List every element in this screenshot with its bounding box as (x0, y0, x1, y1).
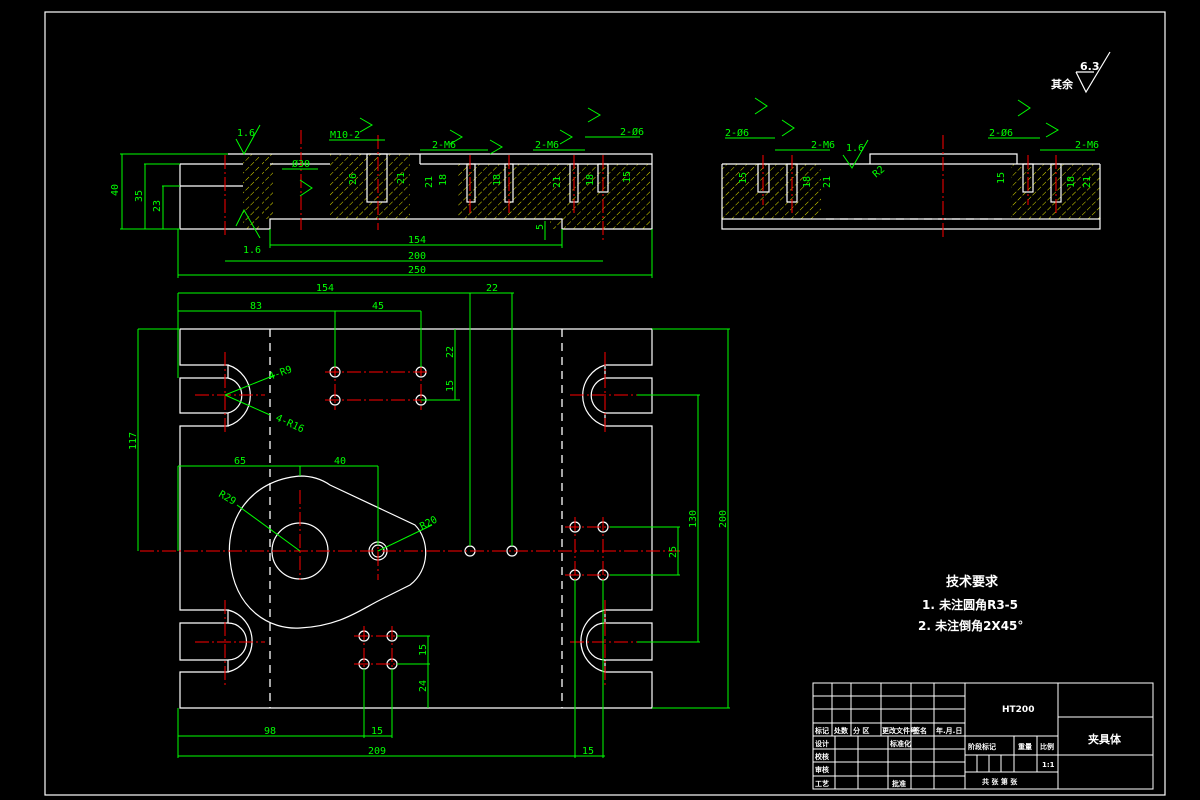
tb-scale: 1:1 (1042, 761, 1055, 769)
dim-p40: 40 (334, 456, 346, 467)
left-section-view (120, 107, 653, 278)
tb-sheet: 共 张 第 张 (982, 777, 1018, 786)
callout-2m6-a: 2-M6 (432, 140, 456, 151)
right-section-labels: 15 18 21 15 18 21 2-Ø6 2-M6 2-Ø6 2-M6 R2… (725, 60, 1100, 188)
dim-18: 18 (438, 174, 449, 186)
tech-req-item-1: 1. 未注圆角R3-5 (922, 597, 1018, 612)
dim-p98: 98 (264, 726, 276, 737)
dim-p15: 15 (445, 380, 456, 392)
tb-weight: 重量 (1018, 742, 1032, 751)
tech-requirements: 技术要求 1. 未注圆角R3-5 2. 未注倒角2X45° (918, 574, 1023, 633)
tb-standard: 标准化 (889, 739, 911, 748)
dim-r18a: 18 (802, 176, 813, 188)
callout-r-2d6a: 2-Ø6 (725, 127, 749, 139)
tb-stage: 阶段标记 (968, 742, 996, 751)
dim-p117: 117 (128, 432, 139, 450)
dim-p209: 209 (368, 746, 386, 757)
tb-change: 更改文件号 (882, 726, 917, 735)
dim-23: 23 (152, 200, 163, 212)
callout-r-2m6a: 2-M6 (811, 140, 835, 151)
right-section-view (721, 51, 1111, 240)
dim-40: 40 (110, 184, 121, 196)
tb-approve: 批准 (892, 779, 906, 788)
callout-m10: M10-2 (330, 130, 360, 141)
roughness-r16: 1.6 (846, 143, 864, 154)
dim-r21a: 21 (822, 176, 833, 188)
plan-view (137, 292, 730, 758)
dim-250: 250 (408, 265, 426, 276)
dim-r15a: 15 (738, 172, 749, 184)
callout-4r16: 4-R16 (274, 413, 306, 436)
roughness-other-value: 6.3 (1080, 60, 1100, 73)
callout-r20: R20 (418, 514, 439, 532)
dim-p45: 45 (372, 301, 384, 312)
tb-review: 审核 (815, 765, 829, 774)
left-section-labels: 40 35 23 26 21 18 21 18 21 18 15 5 154 2… (110, 126, 644, 276)
dim-18c: 18 (585, 174, 596, 186)
dim-5: 5 (535, 224, 546, 230)
dim-35: 35 (134, 190, 145, 202)
dim-p154: 154 (316, 283, 334, 294)
dim-26: 26 (348, 173, 359, 185)
dim-r18b: 18 (1066, 176, 1077, 188)
dim-p22: 22 (445, 346, 456, 358)
outer-frame (44, 11, 1166, 796)
callout-2m6-b: 2-M6 (535, 140, 559, 151)
dim-r21b: 21 (1082, 176, 1093, 188)
plan-view-labels: 154 83 45 22 117 22 15 130 200 25 15 24 … (128, 283, 729, 757)
tb-process: 工艺 (815, 779, 829, 788)
tb-zone: 分 区 (853, 726, 869, 735)
callout-r-2d6b: 2-Ø6 (989, 127, 1013, 139)
tb-part-name: 夹具体 (1088, 732, 1122, 746)
roughness-other-label: 其余 (1051, 77, 1074, 91)
tech-req-title: 技术要求 (946, 574, 999, 590)
title-block: 标记 处数 分 区 更改文件号 签名 年.月.日 设计 校核 审核 工艺 标准化… (812, 682, 1154, 790)
callout-r2: R2 (871, 164, 887, 180)
dim-154: 154 (408, 235, 426, 246)
tb-count: 处数 (833, 726, 849, 735)
roughness-2: 1.6 (243, 245, 261, 256)
tech-req-item-2: 2. 未注倒角2X45° (918, 618, 1023, 633)
tb-check: 校核 (815, 752, 829, 761)
dim-p15-bottom: 15 (371, 726, 383, 737)
tb-sign: 签名 (912, 726, 927, 735)
dim-15: 15 (622, 171, 633, 183)
dim-p22-top: 22 (486, 283, 498, 294)
dim-p83: 83 (250, 301, 262, 312)
callout-r29: R29 (217, 489, 238, 508)
tb-date: 年.月.日 (936, 726, 962, 735)
callout-4r9: 4-R9 (267, 364, 293, 383)
dim-21b: 21 (424, 176, 435, 188)
dim-p25: 25 (668, 546, 679, 558)
dim-21: 21 (396, 172, 407, 184)
dim-200: 200 (408, 251, 426, 262)
dim-p15-right: 15 (582, 746, 594, 757)
dim-p130: 130 (688, 510, 699, 528)
dim-p65: 65 (234, 456, 246, 467)
dim-p15b: 15 (418, 644, 429, 656)
tb-material: HT200 (1002, 705, 1034, 715)
callout-d30: Ø30 (292, 158, 310, 170)
dim-p24: 24 (418, 680, 429, 692)
tb-mark: 标记 (814, 726, 829, 735)
dim-21c: 21 (552, 176, 563, 188)
tb-scale-label: 比例 (1040, 742, 1054, 751)
tb-design: 设计 (815, 739, 829, 748)
roughness-1: 1.6 (237, 128, 255, 139)
dim-r15b: 15 (996, 172, 1007, 184)
callout-2d6: 2-Ø6 (620, 126, 644, 138)
dim-p200: 200 (718, 510, 729, 528)
callout-r-2m6b: 2-M6 (1075, 140, 1099, 151)
dim-18b: 18 (492, 174, 503, 186)
